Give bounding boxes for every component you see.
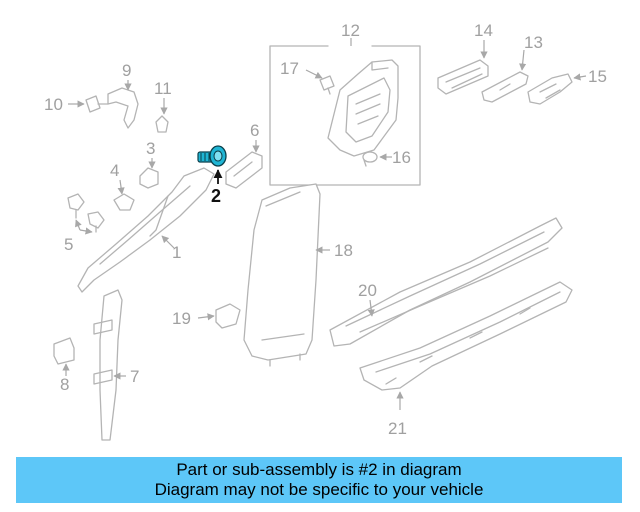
callout-20: 20 [358,281,377,300]
part-1-a-pillar-trim [77,167,215,293]
callout-3: 3 [146,139,155,158]
part-20-sill-plate [329,217,563,347]
callout-13: 13 [524,33,543,52]
part-5-clips [67,193,105,233]
callout-15: 15 [588,67,607,86]
banner-line-2: Diagram may not be specific to your vehi… [154,480,484,499]
part-14-bracket [437,59,489,95]
part-7-trim-strip [93,289,123,441]
callout-17: 17 [280,59,299,78]
part-17-screw [319,75,335,95]
callout-21: 21 [388,419,407,438]
callout-10: 10 [44,95,63,114]
part-6-trim [225,151,263,189]
part-18-b-pillar-trim [243,183,321,367]
callout-12: 12 [341,21,360,40]
callout-6: 6 [250,121,259,140]
callout-2[interactable]: 2 [211,186,221,206]
banner-line-1: Part or sub-assembly is #2 in diagram [176,460,462,479]
callout-8: 8 [60,375,69,394]
part-3-clip [139,167,159,189]
parts-diagram: 1 2 3 4 5 6 7 8 9 10 11 12 13 14 15 16 1… [44,21,607,441]
callout-11: 11 [154,79,172,98]
part-11-clip [155,115,169,133]
callout-18: 18 [334,241,353,260]
callout-19: 19 [172,309,191,328]
part-15-bracket [527,73,573,105]
part-9-bracket [107,87,139,129]
part-2-bolt-highlighted[interactable] [197,145,227,167]
callout-9: 9 [122,61,131,80]
part-21-lower-trim [359,281,573,391]
callout-4: 4 [110,161,119,180]
callout-7: 7 [130,367,139,386]
part-16-clip [362,151,378,167]
part-12-group-box [269,38,421,186]
callout-14: 14 [474,21,493,40]
callout-1: 1 [172,243,181,262]
info-banner: Part or sub-assembly is #2 in diagram Di… [16,457,622,503]
part-4-clip [113,193,135,211]
part-8-clip [53,337,75,365]
part-13-bracket [481,71,529,103]
part-12-trim [327,59,399,157]
callout-16: 16 [392,148,411,167]
part-10-screw [85,95,109,113]
part-19-clip [215,303,241,329]
callout-5: 5 [64,235,73,254]
